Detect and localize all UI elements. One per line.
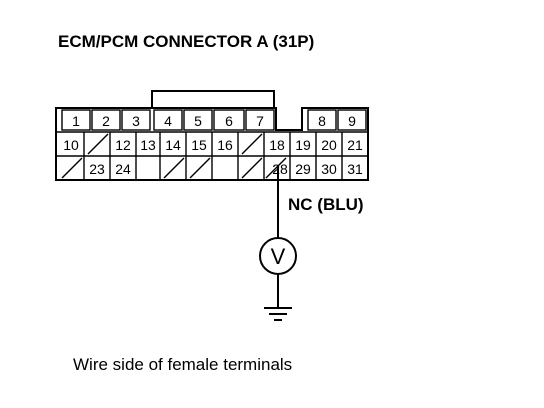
pin-31: 31 xyxy=(347,161,363,177)
pin-26-blank xyxy=(163,157,185,179)
pin-11-blank xyxy=(87,133,109,155)
svg-text:3: 3 xyxy=(132,113,140,129)
svg-text:5: 5 xyxy=(194,113,202,129)
pin-19: 19 xyxy=(295,137,311,153)
svg-text:8: 8 xyxy=(318,113,326,129)
ground-icon xyxy=(264,307,292,321)
caption: Wire side of female terminals xyxy=(73,355,292,374)
pin-9: 9 xyxy=(337,109,367,131)
svg-text:4: 4 xyxy=(164,113,172,129)
svg-text:7: 7 xyxy=(256,113,264,129)
pin-blank-b xyxy=(265,157,287,179)
row2-pins: 10 12 13 14 15 16 18 19 20 21 xyxy=(63,133,363,155)
pin-24: 24 xyxy=(115,161,131,177)
pin-30: 30 xyxy=(321,161,337,177)
svg-text:6: 6 xyxy=(225,113,233,129)
svg-text:V: V xyxy=(271,244,286,269)
pin-28: 28 xyxy=(272,161,288,177)
pin-18: 18 xyxy=(269,137,285,153)
pin-1: 1 xyxy=(61,109,91,131)
pin-13: 13 xyxy=(140,137,156,153)
pin-22-blank xyxy=(61,157,83,179)
pin-23: 23 xyxy=(89,161,105,177)
pin-4: 4 xyxy=(153,109,183,131)
pin-17-blank xyxy=(241,133,263,155)
row1-pins: 1 2 3 4 5 6 7 8 9 xyxy=(61,109,367,131)
pin-21: 21 xyxy=(347,137,363,153)
pin-16: 16 xyxy=(217,137,233,153)
pin-5: 5 xyxy=(183,109,213,131)
svg-text:2: 2 xyxy=(102,113,110,129)
svg-text:9: 9 xyxy=(348,113,356,129)
svg-text:1: 1 xyxy=(72,113,80,129)
pin-12: 12 xyxy=(115,137,131,153)
pin-29: 29 xyxy=(295,161,311,177)
pin-8: 8 xyxy=(307,109,337,131)
row3-pins: 23 24 28 29 30 31 xyxy=(61,157,363,179)
row3-separators xyxy=(83,156,343,180)
pin-10: 10 xyxy=(63,137,79,153)
wire-label: NC (BLU) xyxy=(288,195,364,214)
pin-20: 20 xyxy=(321,137,337,153)
pin-15: 15 xyxy=(191,137,207,153)
pin-blank-a xyxy=(241,157,263,179)
voltmeter-icon: V xyxy=(259,237,297,275)
connector-lock-tab xyxy=(151,90,275,108)
diagram-title: ECM/PCM CONNECTOR A (31P) xyxy=(58,32,314,51)
pin-2: 2 xyxy=(91,109,121,131)
pin-27-blank xyxy=(189,157,211,179)
pin-6: 6 xyxy=(213,109,245,131)
pin-3: 3 xyxy=(121,109,151,131)
row2-separators xyxy=(83,132,343,156)
pin-7: 7 xyxy=(245,109,275,131)
pin-14: 14 xyxy=(165,137,181,153)
